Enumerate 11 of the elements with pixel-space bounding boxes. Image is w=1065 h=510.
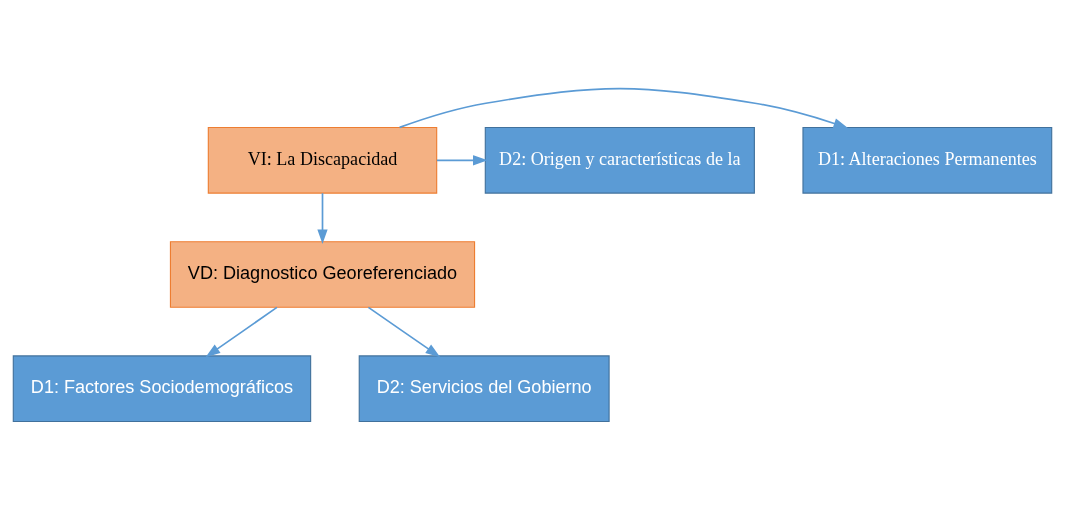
node-box: D2: Servicios del Gobierno — [358, 355, 610, 423]
node-box: VD: Diagnostico Georeferenciado — [169, 241, 476, 308]
arrow — [398, 87, 849, 129]
node-box: D1: Alteraciones Permanentes — [802, 126, 1053, 194]
arrow — [205, 306, 278, 358]
arrow — [367, 306, 441, 358]
arrow — [317, 192, 328, 245]
node-box: D2: Origen y características de la — [484, 126, 755, 194]
arrow — [436, 155, 488, 166]
node-box: D1: Factores Sociodemográficos — [12, 355, 312, 423]
node-box: VI: La Discapacidad — [207, 126, 438, 194]
